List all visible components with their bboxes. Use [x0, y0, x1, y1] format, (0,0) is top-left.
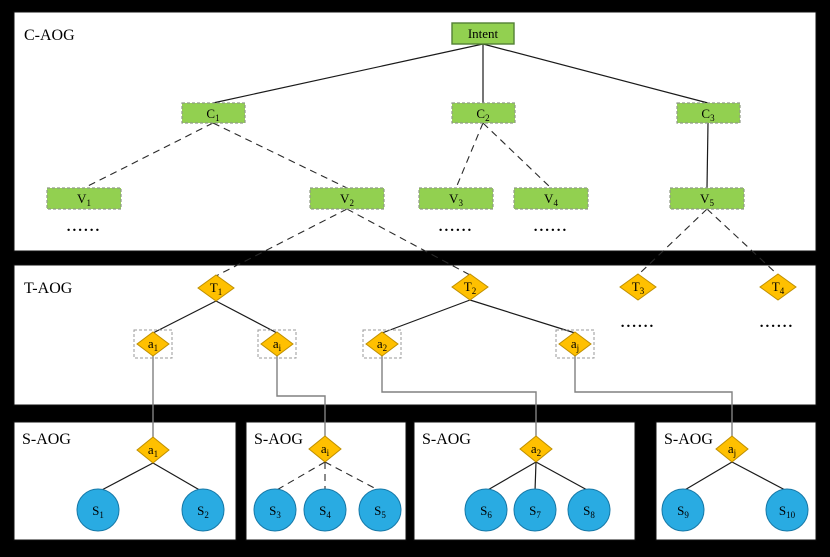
svg-text:S10: S10 [779, 503, 796, 520]
v1-node: V1 [46, 187, 122, 210]
v4-node: V4 [513, 187, 589, 210]
svg-text:Intent: Intent [468, 26, 499, 41]
s-aog-panel-4-label: S-AOG [664, 431, 713, 448]
v-to-t-edges [215, 208, 779, 277]
svg-text:C1: C1 [206, 106, 219, 123]
s8-node: S8 [567, 488, 611, 532]
c2-node: C2 [451, 102, 516, 124]
svg-text:S7: S7 [529, 503, 541, 520]
s4-node: S4 [303, 488, 347, 532]
ellipsis-under-v1: ...... [67, 219, 102, 235]
a1-taog-node: a1 [133, 329, 173, 359]
s-aog-panel-2-label: S-AOG [254, 431, 303, 448]
svg-text:S9: S9 [677, 503, 689, 520]
svg-text:V2: V2 [340, 191, 354, 208]
svg-text:a1: a1 [148, 336, 158, 353]
c3-node: C3 [676, 102, 741, 124]
svg-text:ai: ai [273, 336, 282, 353]
v5-node: V5 [669, 187, 745, 210]
t-aog-edges [152, 299, 576, 334]
svg-text:S3: S3 [269, 503, 281, 520]
svg-text:S1: S1 [92, 503, 104, 520]
t-aog-panel-label: T-AOG [24, 280, 73, 297]
s3-node: S3 [253, 488, 297, 532]
svg-text:S2: S2 [197, 503, 209, 520]
svg-text:S6: S6 [480, 503, 492, 520]
t3-node: T3 [619, 273, 657, 301]
ellipsis-under-v4: ...... [534, 219, 569, 235]
v2-node: V2 [309, 187, 385, 210]
svg-text:S8: S8 [583, 503, 595, 520]
svg-text:a1: a1 [148, 442, 158, 459]
svg-text:aj: aj [728, 441, 736, 458]
svg-text:V1: V1 [77, 191, 91, 208]
c1-node: C1 [181, 102, 246, 124]
ai-taog-node: ai [257, 329, 297, 359]
svg-text:a2: a2 [531, 441, 541, 458]
s-aog-edges [97, 461, 788, 493]
t4-node: T4 [759, 273, 797, 301]
svg-text:V4: V4 [544, 191, 558, 208]
a2-saog-node: a2 [519, 435, 553, 463]
aj-saog-node: aj [715, 435, 749, 463]
ellipsis-under-v3: ...... [439, 219, 474, 235]
s2-node: S2 [181, 488, 225, 532]
ellipsis-under-t4: ...... [760, 315, 795, 331]
c-aog-panel-label: C-AOG [24, 27, 75, 44]
t-aog-panel [13, 264, 817, 406]
aj-taog-node: aj [555, 329, 595, 359]
s6-node: S6 [464, 488, 508, 532]
svg-text:T2: T2 [464, 279, 476, 296]
s9-node: S9 [661, 488, 705, 532]
svg-text:V3: V3 [449, 191, 463, 208]
s-aog-panel-1-label: S-AOG [22, 431, 71, 448]
ai-saog-node: ai [308, 435, 342, 463]
v3-node: V3 [418, 187, 494, 210]
ellipsis-under-t3: ...... [621, 315, 656, 331]
svg-text:S5: S5 [374, 503, 386, 520]
s7-node: S7 [513, 488, 557, 532]
s10-node: S10 [765, 488, 809, 532]
a-drop-connectors [152, 356, 733, 438]
svg-text:T4: T4 [772, 279, 785, 296]
t2-node: T2 [451, 273, 489, 301]
svg-text:ai: ai [321, 441, 330, 458]
a1-saog-node: a1 [136, 436, 170, 464]
svg-text:S4: S4 [319, 503, 331, 520]
intent-node: Intent [451, 22, 515, 45]
s5-node: S5 [358, 488, 402, 532]
t1-node: T1 [197, 274, 235, 302]
svg-text:T3: T3 [632, 279, 645, 296]
svg-text:C3: C3 [701, 106, 715, 123]
a2-taog-node: a2 [362, 329, 402, 359]
svg-text:T1: T1 [210, 280, 222, 297]
svg-text:aj: aj [571, 336, 579, 353]
s1-node: S1 [76, 488, 120, 532]
svg-text:V5: V5 [700, 191, 714, 208]
c-aog-panel [13, 11, 817, 252]
svg-text:C2: C2 [476, 106, 489, 123]
svg-text:a2: a2 [377, 336, 387, 353]
c-aog-edges [83, 43, 709, 189]
s-aog-panel-3-label: S-AOG [422, 431, 471, 448]
